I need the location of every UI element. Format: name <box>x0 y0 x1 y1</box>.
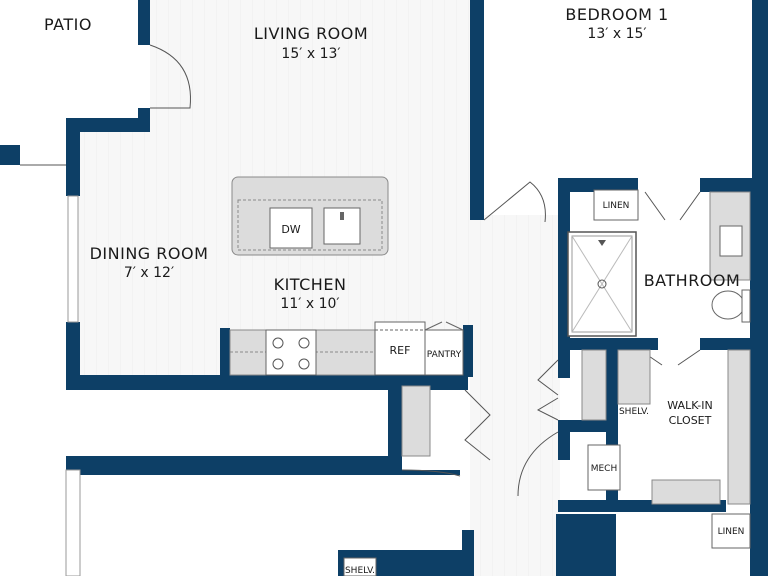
toilet <box>711 290 745 320</box>
mech-door <box>517 431 559 497</box>
shower-head <box>598 240 606 246</box>
wall-segment <box>138 108 150 132</box>
shower-slope <box>571 235 633 333</box>
bedroom1-door <box>483 181 546 223</box>
bedroom2-door <box>401 469 461 477</box>
linen-door <box>464 389 491 461</box>
vanity-sink <box>719 225 743 257</box>
shower-inner <box>571 235 633 333</box>
linen-closet-fixture <box>401 385 431 457</box>
wall-segment <box>558 500 618 512</box>
pantry-label: PANTRY <box>427 350 462 360</box>
mech-unit <box>587 444 621 491</box>
shower-drain <box>597 279 607 289</box>
wall-segment <box>66 322 80 390</box>
island-counter <box>237 199 383 251</box>
wall-segment <box>558 420 618 432</box>
closet-rod-bottom <box>651 479 721 505</box>
linen-bottom-cabinet <box>711 513 751 549</box>
wall-segment <box>66 375 468 390</box>
shelv-bottom-label: SHELV. <box>345 566 375 576</box>
sink-faucet <box>340 212 344 220</box>
bedroom1-dims: 13′ x 15′ <box>587 26 646 42</box>
refrigerator-label: REF <box>390 344 411 357</box>
bathroom-label: BATHROOM <box>644 271 741 290</box>
wall-segment <box>388 386 402 466</box>
windows <box>65 195 81 576</box>
closet-rod-right <box>727 349 751 505</box>
wall-segment <box>66 118 80 196</box>
burner <box>272 337 284 349</box>
wall-segment <box>66 118 150 132</box>
walkin-closet-label-line2: CLOSET <box>669 414 712 427</box>
closet-fixtures: SHELV. MECH LINEN SHELV. <box>343 349 751 576</box>
dining-room-label: DINING ROOM <box>90 244 209 263</box>
wall-segment <box>700 338 750 350</box>
wall-segment <box>556 514 616 576</box>
wall-segment <box>80 470 460 475</box>
sink <box>323 207 361 245</box>
wall-segment <box>66 456 402 470</box>
living-room-dims: 15′ x 13′ <box>281 46 340 62</box>
wall-segment <box>558 420 570 460</box>
bath-door <box>644 191 701 221</box>
linen-top-label: LINEN <box>603 201 630 211</box>
range <box>265 329 317 376</box>
patio-label: PATIO <box>44 15 92 34</box>
wall-segment <box>558 338 570 378</box>
window <box>67 195 79 323</box>
living-room-label: LIVING ROOM <box>254 24 368 43</box>
wall-segment <box>752 0 768 180</box>
window <box>65 469 81 576</box>
wall-segment <box>0 145 20 165</box>
hall-shelf <box>581 349 607 421</box>
doors <box>20 44 701 497</box>
pantry-door <box>424 321 464 331</box>
toilet-tank <box>741 289 751 323</box>
bottom-shelf <box>343 557 377 576</box>
bath-fixtures: LINEN <box>567 189 751 337</box>
wall-segment <box>470 0 484 220</box>
wall-segment <box>558 178 638 192</box>
wall-segment <box>463 325 473 377</box>
kitchen-label: KITCHEN <box>274 275 347 294</box>
room-labels: PATIO LIVING ROOM 15′ x 13′ BEDROOM 1 13… <box>44 5 740 427</box>
dishwasher <box>269 207 313 249</box>
patio-door <box>149 44 191 109</box>
floors <box>78 0 752 576</box>
refrigerator <box>374 321 426 376</box>
pantry <box>424 329 464 376</box>
hall-closet-door <box>536 359 559 421</box>
burner <box>298 358 310 370</box>
wall-segment <box>750 178 768 576</box>
dishwasher-label: DW <box>281 223 300 236</box>
dining-floor <box>78 130 158 375</box>
shelv-closet-label: SHELV. <box>619 407 649 417</box>
closet-shelf <box>617 349 651 405</box>
kitchen-fixtures: DW REF PANTRY <box>229 176 464 376</box>
kitchen-dims: 11′ x 10′ <box>280 296 339 312</box>
dining-room-dims: 7′ x 12′ <box>124 265 174 281</box>
linen-bottom-label: LINEN <box>718 527 745 537</box>
bedroom1-label: BEDROOM 1 <box>565 5 668 24</box>
burner <box>272 358 284 370</box>
wall-segment <box>220 328 230 378</box>
bedroom1-floor <box>484 0 752 180</box>
wall-segment <box>138 0 150 45</box>
linen-cabinet <box>593 189 639 221</box>
burner <box>298 337 310 349</box>
mech-label: MECH <box>591 464 618 474</box>
wall-segment <box>558 178 570 340</box>
walkin-closet-label-line1: WALK-IN <box>667 399 712 412</box>
hall-floor <box>470 215 560 576</box>
